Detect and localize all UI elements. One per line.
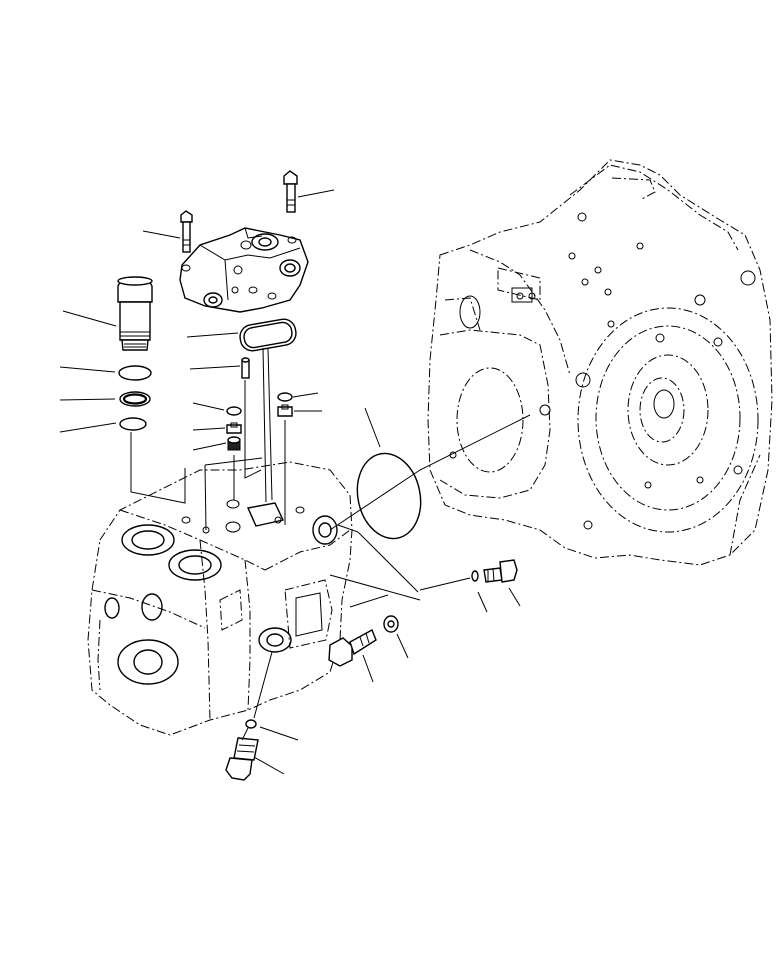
cover-bolt-short bbox=[180, 210, 193, 253]
cover-bolt-long bbox=[283, 170, 298, 213]
large-o-ring bbox=[356, 452, 422, 540]
plug-2 bbox=[277, 404, 293, 417]
hex-bolt bbox=[328, 629, 377, 667]
backup-ring bbox=[119, 391, 151, 407]
fitting-o-ring bbox=[471, 570, 479, 582]
o-ring-2 bbox=[119, 417, 147, 431]
assembly-lines bbox=[130, 347, 531, 741]
bottom-fitting bbox=[225, 737, 259, 781]
straight-fitting bbox=[483, 559, 518, 583]
washer bbox=[383, 615, 399, 633]
leader-lines bbox=[59, 189, 521, 775]
pump-housing bbox=[427, 159, 773, 566]
plug-1 bbox=[226, 422, 242, 434]
cover-block bbox=[179, 227, 309, 313]
small-o-ring-2 bbox=[277, 392, 293, 402]
cartridge-valve bbox=[117, 276, 153, 351]
dowel-pin bbox=[241, 357, 250, 379]
bottom-o-ring bbox=[245, 719, 257, 729]
small-o-ring-1 bbox=[226, 406, 242, 416]
control-valve-body bbox=[87, 461, 353, 736]
cover-gasket bbox=[239, 318, 297, 352]
orifice-plug bbox=[227, 436, 241, 451]
o-ring-1 bbox=[118, 365, 152, 381]
cover-gasket-inner bbox=[243, 321, 293, 349]
